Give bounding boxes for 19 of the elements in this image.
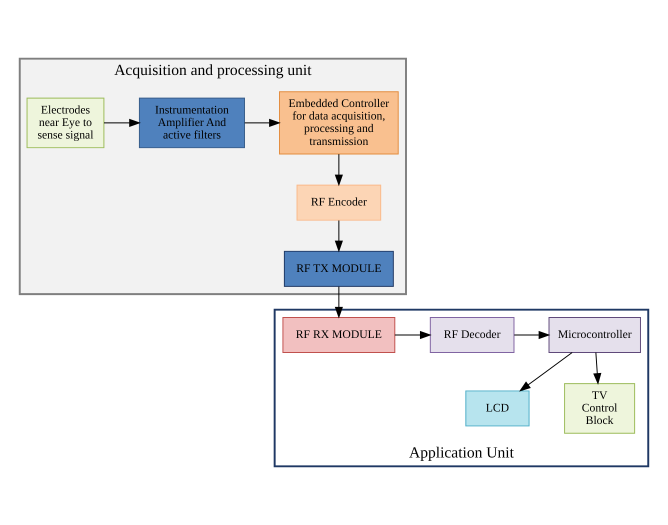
node-box: Embedded Controller for data acquisition, processing and transmission xyxy=(279,91,399,154)
arrow xyxy=(334,286,343,318)
node-box: TV Control Block xyxy=(564,383,636,434)
node-box: Instrumentation Amplifier And active filters xyxy=(138,98,245,148)
node-box: RF TX MODULE xyxy=(284,250,394,287)
arrow xyxy=(104,118,141,127)
node-box: RF Encoder xyxy=(296,184,382,221)
node-box: RF RX MODULE xyxy=(282,316,396,353)
arrow xyxy=(334,154,343,186)
node-box: LCD xyxy=(465,390,530,426)
arrow xyxy=(593,352,602,385)
arrow xyxy=(334,220,343,252)
node-box: Microcontroller xyxy=(548,316,641,353)
node-box: RF Decoder xyxy=(430,316,514,353)
arrow xyxy=(514,330,550,340)
arrow xyxy=(244,118,281,127)
node-box: Electrodes near Eye to sense signal xyxy=(26,98,104,148)
arrow xyxy=(519,352,573,392)
arrow xyxy=(394,330,432,340)
